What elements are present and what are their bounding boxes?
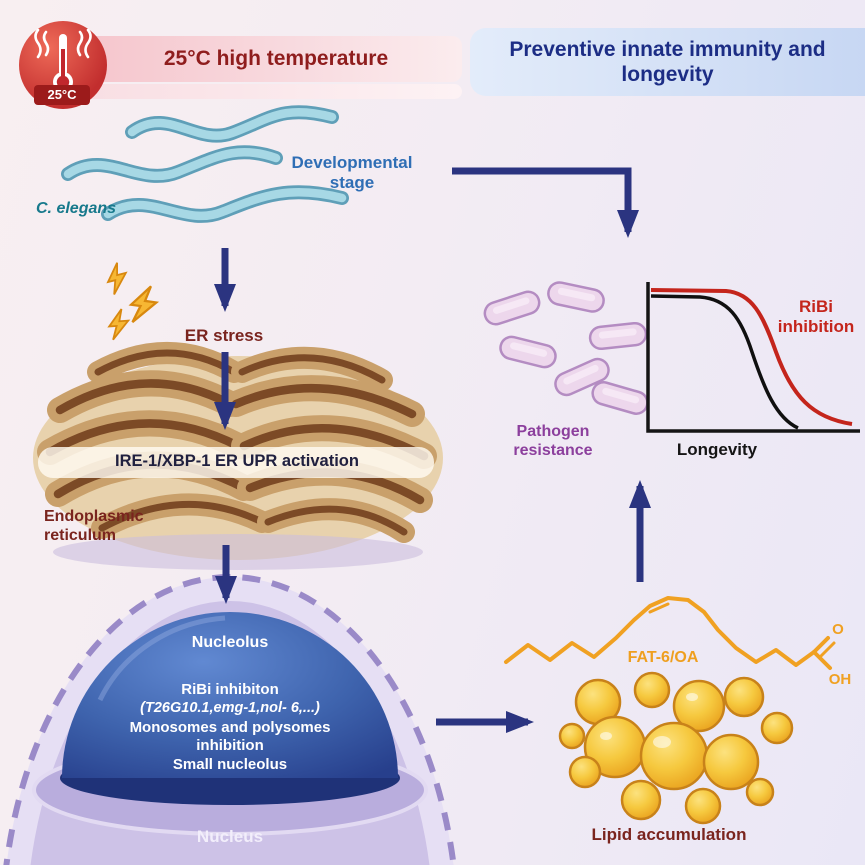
upr-band	[38, 447, 434, 478]
upr-activation-label: IRE-1/XBP-1 ER UPR activation	[115, 452, 359, 470]
worm-3	[101, 185, 349, 223]
carboxyl-o-label: O	[832, 621, 844, 638]
pathogen-resistance-label: Pathogen resistance	[513, 423, 593, 459]
endoplasmic-reticulum-illustration	[33, 342, 443, 570]
lightning-bolts-icon	[106, 262, 160, 341]
small-nucleolus-line: Small nucleolus	[172, 756, 288, 773]
er-stress-label: ER stress	[184, 326, 264, 345]
gene-list-line: (T26G10.1,emg-1,nol- 6,...)	[140, 700, 320, 716]
thermometer-temperature-label: 25°C	[34, 85, 90, 105]
c-elegans-label: C. elegans	[36, 200, 117, 217]
endoplasmic-reticulum-label: Endoplasmic reticulum	[44, 508, 144, 544]
carboxyl-oh-label: OH	[829, 671, 852, 688]
nucleolus-dome	[62, 612, 398, 778]
ribi-inhibition-curve	[650, 288, 853, 426]
arrow-stage-to-immunity	[452, 167, 639, 238]
hot-temperature-banner-title: 25°C high temperature	[163, 47, 389, 70]
control-curve	[650, 294, 799, 430]
hot-temperature-banner-underline	[58, 84, 462, 99]
lipid-accumulation-label: Lipid accumulation	[591, 825, 747, 844]
hot-temperature-banner	[58, 36, 462, 82]
immunity-longevity-banner-title: Preventive innate immunity and longevity	[509, 38, 826, 86]
ribi-inhibition-line: RiBi inhibiton	[181, 681, 279, 698]
c-elegans-worms	[61, 105, 349, 223]
longevity-axis-label: Longevity	[676, 440, 758, 459]
nucleus-label: Nucleus	[196, 827, 264, 846]
nucleolus-title: Nucleolus	[191, 634, 269, 651]
immunity-longevity-banner	[470, 28, 865, 96]
flow-arrows	[214, 167, 651, 733]
developmental-stage-label: Developmental stage	[291, 153, 413, 193]
worm-1	[125, 105, 339, 143]
lipid-droplets-illustration	[558, 671, 794, 825]
pathogen-bacteria-illustration	[483, 281, 649, 415]
monosomes-polysomes-line: Monosomes and polysomes inhibition	[129, 719, 331, 754]
fat6-oleic-acid-structure: O OH	[504, 596, 852, 688]
fat6-oa-label: FAT-6/OA	[627, 649, 699, 666]
chart-axes	[646, 282, 860, 433]
ribi-inhibition-curve-label: RiBi inhibition	[777, 297, 855, 337]
longevity-survival-chart	[646, 282, 860, 433]
worm-2	[61, 145, 283, 183]
